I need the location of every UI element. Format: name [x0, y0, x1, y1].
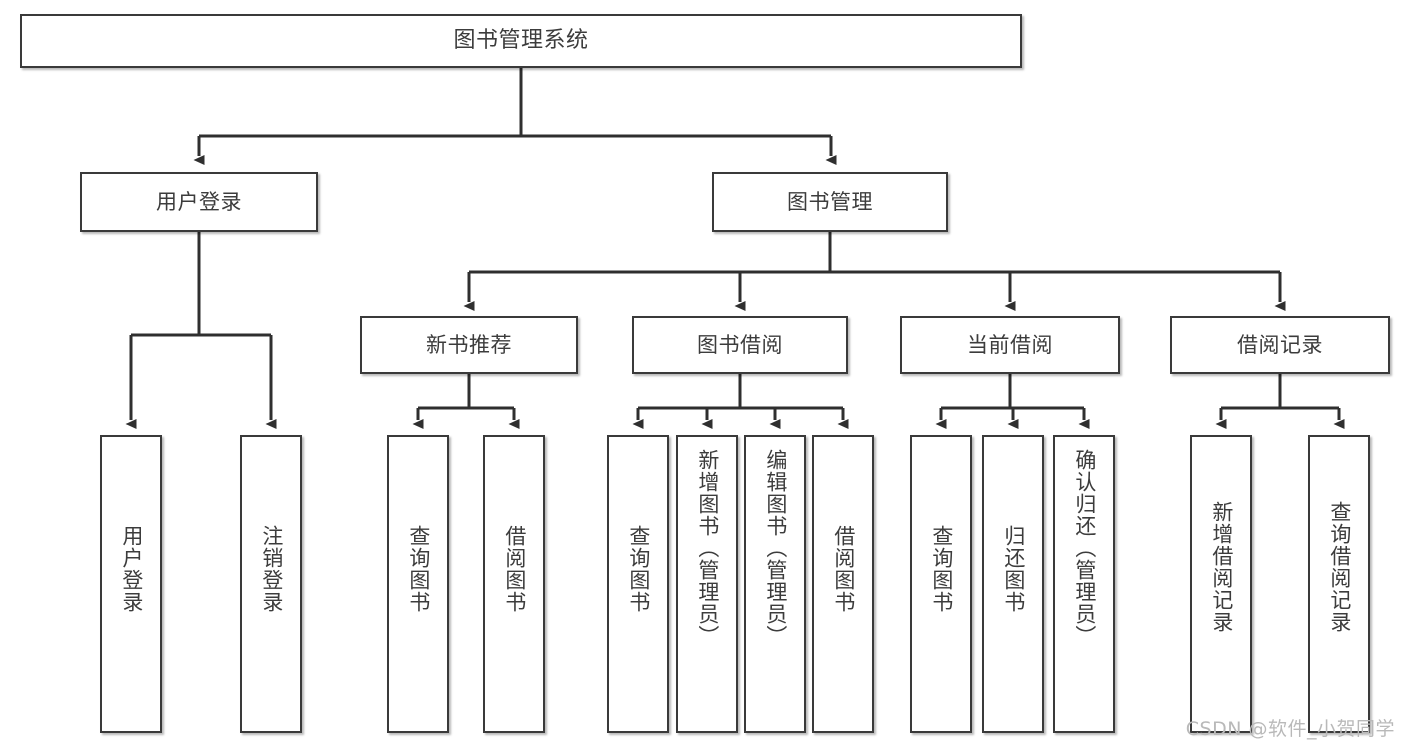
node-new-book-recommend[interactable]: 新书推荐 [360, 316, 578, 374]
node-leaf-borrow-book-1-label: 借阅图书 [502, 525, 527, 613]
node-leaf-confirm-return-label: 确认归还（管理员） [1072, 449, 1097, 647]
node-leaf-edit-book[interactable]: 编辑图书（管理员） [744, 435, 806, 733]
node-leaf-add-book-label: 新增图书（管理员） [695, 449, 720, 647]
node-leaf-query-book-3[interactable]: 查询图书 [910, 435, 972, 733]
node-leaf-query-record[interactable]: 查询借阅记录 [1308, 435, 1370, 733]
node-leaf-query-book-3-label: 查询图书 [929, 525, 954, 613]
node-book-manage-label: 图书管理 [787, 189, 873, 214]
csdn-watermark: CSDN @软件_小贺同学 [1185, 718, 1395, 740]
node-book-borrow[interactable]: 图书借阅 [632, 316, 848, 374]
node-leaf-query-book-1[interactable]: 查询图书 [387, 435, 449, 733]
node-leaf-return-book-label: 归还图书 [1001, 525, 1026, 613]
node-leaf-logout[interactable]: 注销登录 [240, 435, 302, 733]
node-borrow-record-label: 借阅记录 [1237, 332, 1323, 357]
node-leaf-query-book-2-label: 查询图书 [626, 525, 651, 613]
node-leaf-logout-label: 注销登录 [259, 525, 284, 613]
node-new-book-recommend-label: 新书推荐 [426, 332, 512, 357]
node-leaf-confirm-return[interactable]: 确认归还（管理员） [1053, 435, 1115, 733]
node-book-manage[interactable]: 图书管理 [712, 172, 948, 232]
node-leaf-user-login-label: 用户登录 [119, 525, 144, 613]
node-leaf-query-record-label: 查询借阅记录 [1327, 501, 1352, 633]
node-leaf-borrow-book-2[interactable]: 借阅图书 [812, 435, 874, 733]
node-leaf-return-book[interactable]: 归还图书 [982, 435, 1044, 733]
node-leaf-query-book-2[interactable]: 查询图书 [607, 435, 669, 733]
node-user-login-label: 用户登录 [156, 189, 242, 214]
node-leaf-add-record[interactable]: 新增借阅记录 [1190, 435, 1252, 733]
node-user-login[interactable]: 用户登录 [80, 172, 318, 232]
node-current-borrow-label: 当前借阅 [967, 332, 1053, 357]
node-leaf-query-book-1-label: 查询图书 [406, 525, 431, 613]
node-current-borrow[interactable]: 当前借阅 [900, 316, 1120, 374]
node-leaf-user-login[interactable]: 用户登录 [100, 435, 162, 733]
node-leaf-borrow-book-2-label: 借阅图书 [831, 525, 856, 613]
node-leaf-edit-book-label: 编辑图书（管理员） [763, 449, 788, 647]
node-borrow-record[interactable]: 借阅记录 [1170, 316, 1390, 374]
node-root[interactable]: 图书管理系统 [20, 14, 1022, 68]
node-book-borrow-label: 图书借阅 [697, 332, 783, 357]
node-leaf-borrow-book-1[interactable]: 借阅图书 [483, 435, 545, 733]
node-leaf-add-record-label: 新增借阅记录 [1209, 501, 1234, 633]
node-leaf-add-book[interactable]: 新增图书（管理员） [676, 435, 738, 733]
node-root-label: 图书管理系统 [453, 28, 589, 54]
